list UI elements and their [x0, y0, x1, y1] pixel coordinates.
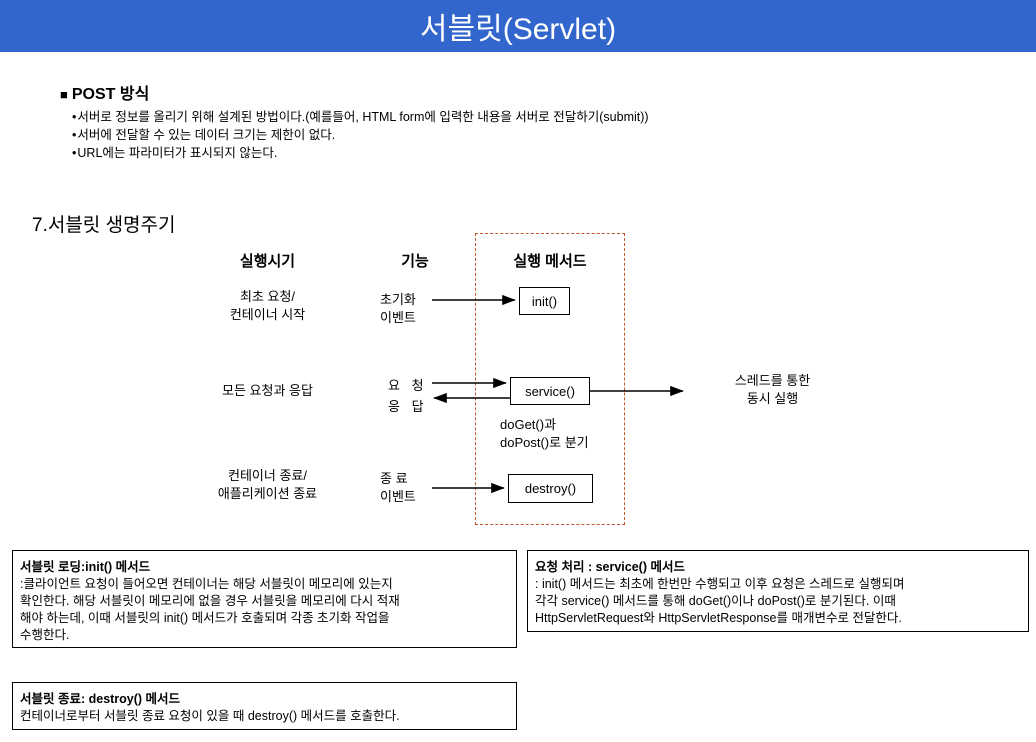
description-line: 각각 service() 메서드를 통해 doGet()이나 doPost()로… — [535, 594, 896, 608]
row-function-shutdown-event: 종 료 이벤트 — [380, 470, 452, 506]
row-function-line: 이벤트 — [380, 310, 416, 325]
description-box-service: 요청 처리 : service() 메서드 : init() 메서드는 최초에 … — [527, 550, 1029, 632]
post-bullet-list: 서버로 정보를 올리기 위해 설계된 방법이다.(예를들어, HTML form… — [72, 108, 649, 162]
column-header-method: 실행 메서드 — [513, 253, 587, 270]
row-when-line: 컨테이너 종료/ — [228, 468, 307, 483]
response-label: 응 답 — [388, 399, 428, 414]
description-body: 컨테이너로부터 서블릿 종료 요청이 있을 때 destroy() 메서드를 호… — [20, 708, 509, 725]
row-when-line: 모든 요청과 응답 — [222, 383, 313, 398]
description-line: :클라이언트 요청이 들어오면 컨테이너는 해당 서블릿이 메모리에 있는지 — [20, 577, 393, 591]
post-section-heading: ■POST 방식 — [60, 80, 149, 104]
row-function-init-event: 초기화 이벤트 — [380, 291, 452, 327]
list-item: 서버에 전달할 수 있는 데이터 크기는 제한이 없다. — [72, 126, 649, 144]
description-line: 해야 하는데, 이때 서블릿의 init() 메서드가 호출되며 각종 초기화 … — [20, 611, 390, 625]
method-box-destroy: destroy() — [508, 474, 593, 503]
list-item: 서버로 정보를 올리기 위해 설계된 방법이다.(예를들어, HTML form… — [72, 108, 648, 126]
page-title-bar: 서블릿(Servlet) — [0, 0, 1036, 52]
row-when-all-request-response: 모든 요청과 응답 — [190, 382, 345, 400]
branch-note-line: doGet()과 — [500, 417, 557, 432]
row-when-line: 최초 요청/ — [239, 289, 296, 304]
row-function-line: 초기화 — [380, 292, 416, 307]
thread-note: 스레드를 통한 동시 실행 — [690, 372, 855, 408]
row-when-container-shutdown: 컨테이너 종료/ 애플리케이션 종료 — [190, 467, 345, 503]
row-when-initial-request: 최초 요청/ 컨테이너 시작 — [190, 288, 345, 324]
description-line: HttpServletRequest와 HttpServletResponse를… — [535, 611, 902, 625]
description-line: 수행한다. — [20, 628, 70, 642]
execution-method-group-box — [475, 233, 625, 525]
description-title: 서블릿 로딩:init() 메서드 — [20, 560, 151, 574]
description-line: : init() 메서드는 최초에 한번만 수행되고 이후 요청은 스레드로 실… — [535, 577, 905, 591]
method-box-init: init() — [519, 287, 570, 315]
description-box-destroy: 서블릿 종료: destroy() 메서드 컨테이너로부터 서블릿 종료 요청이… — [12, 682, 517, 730]
row-when-line: 컨테이너 시작 — [229, 307, 306, 322]
thread-note-line: 동시 실행 — [746, 391, 799, 406]
column-header-function: 기능 — [401, 253, 429, 270]
description-body: : init() 메서드는 최초에 한번만 수행되고 이후 요청은 스레드로 실… — [535, 576, 1021, 627]
page-title: 서블릿(Servlet) — [419, 13, 617, 46]
description-body: :클라이언트 요청이 들어오면 컨테이너는 해당 서블릿이 메모리에 있는지 확… — [20, 576, 509, 644]
branch-note-line: doPost()로 분기 — [500, 435, 589, 450]
lifecycle-section-heading: 7.서블릿 생명주기 — [32, 215, 176, 236]
description-title: 서블릿 종료: destroy() 메서드 — [20, 692, 181, 706]
column-header-when: 실행시기 — [239, 253, 296, 270]
description-title: 요청 처리 : service() 메서드 — [535, 560, 685, 574]
description-line: 확인한다. 해당 서블릿이 메모리에 없을 경우 서블릿을 메모리에 다시 적재 — [20, 594, 400, 608]
description-box-init: 서블릿 로딩:init() 메서드 :클라이언트 요청이 들어오면 컨테이너는 … — [12, 550, 517, 648]
description-line: 컨테이너로부터 서블릿 종료 요청이 있을 때 destroy() 메서드를 호… — [20, 709, 400, 723]
row-function-line: 종 료 — [380, 471, 408, 486]
list-item: URL에는 파라미터가 표시되지 않는다. — [72, 144, 649, 162]
row-when-line: 애플리케이션 종료 — [217, 486, 318, 501]
branch-note: doGet()과 doPost()로 분기 — [500, 416, 630, 452]
square-bullet-icon: ■ — [60, 87, 68, 102]
thread-note-line: 스레드를 통한 — [734, 373, 811, 388]
post-section-heading-label: POST 방식 — [71, 86, 150, 103]
method-box-service: service() — [510, 377, 590, 405]
row-function-request-response: 요 청 응 답 — [388, 375, 428, 417]
request-label: 요 청 — [388, 378, 428, 393]
row-function-line: 이벤트 — [380, 489, 416, 504]
